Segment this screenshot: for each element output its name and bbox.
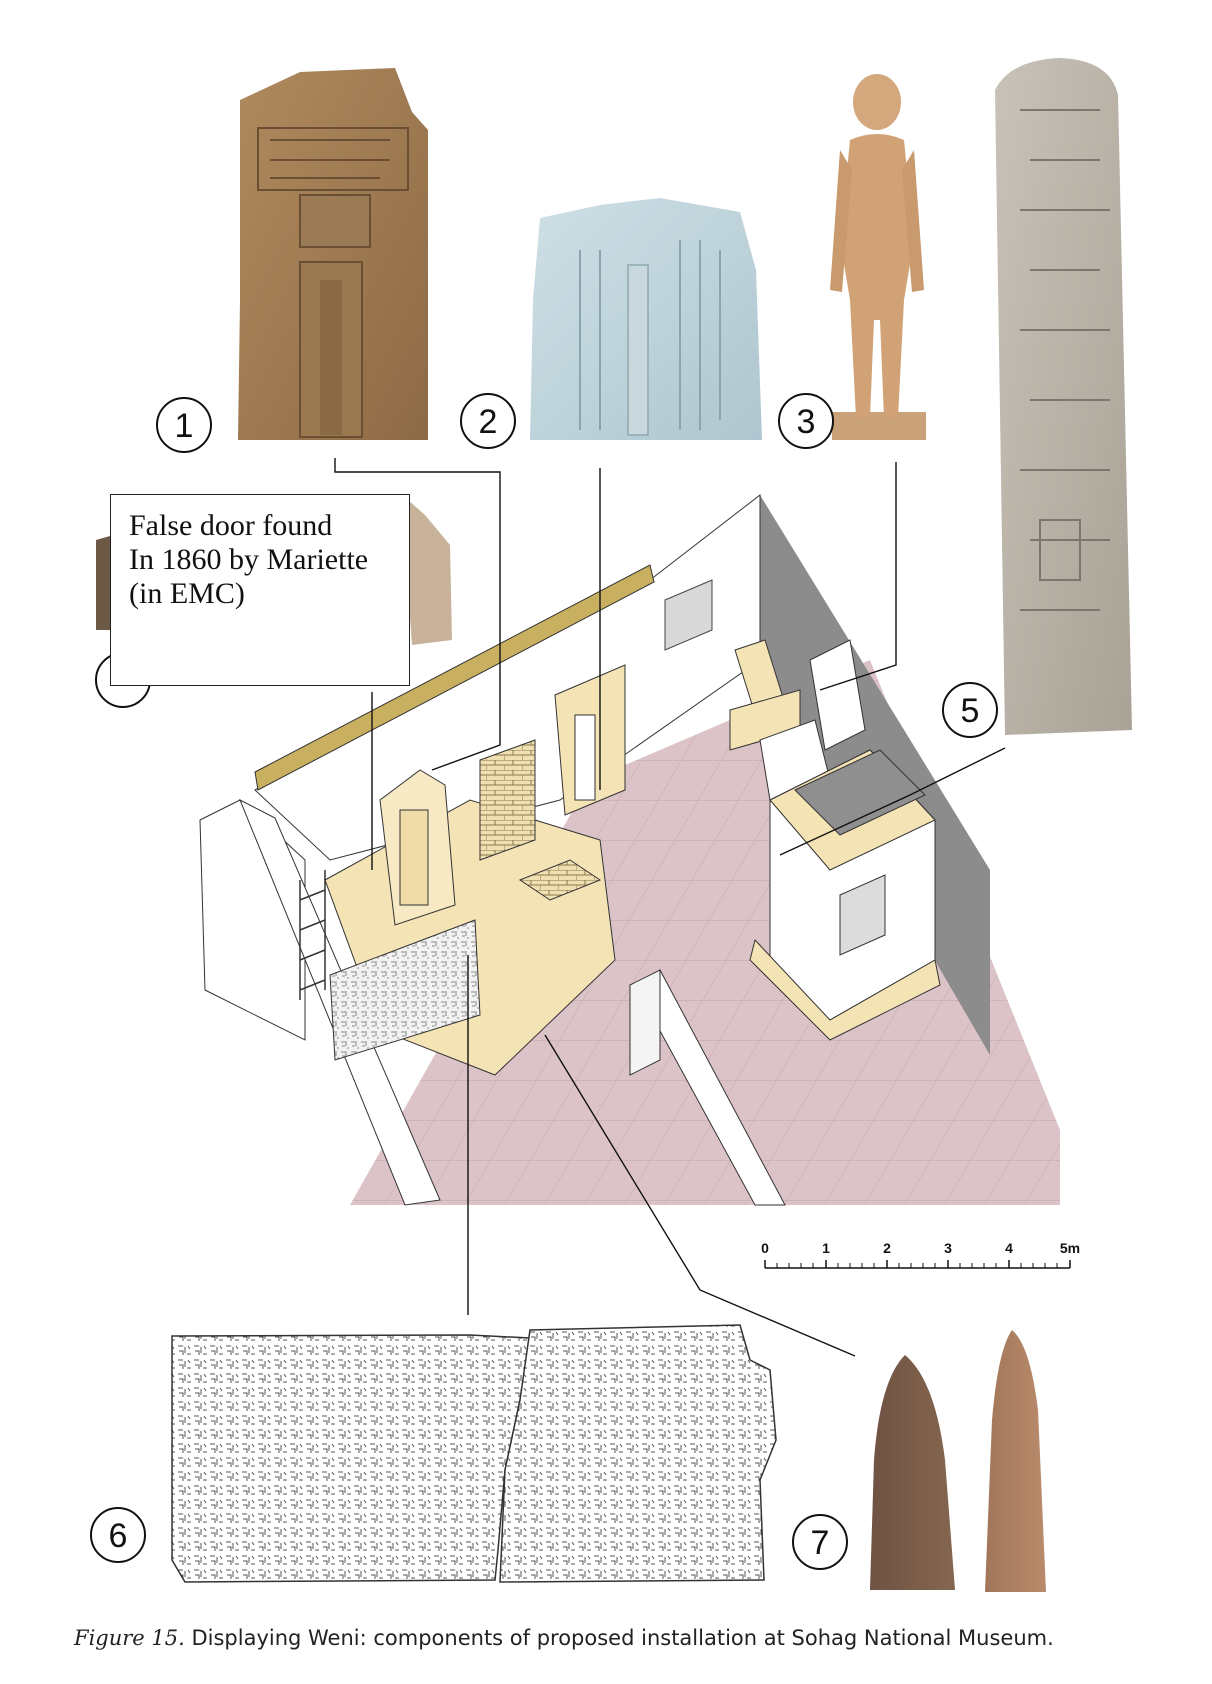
callout-line-3: (in EMC)	[129, 577, 245, 610]
figure-caption: Figure 15. Displaying Weni: components o…	[74, 1626, 1174, 1650]
scale-tick-1: 1	[822, 1240, 830, 1256]
svg-text:6: 6	[109, 1517, 128, 1555]
scale-tick-4: 4	[1005, 1240, 1013, 1256]
marker-2: 2	[460, 393, 516, 449]
small-stelae-photo	[870, 1330, 1046, 1592]
svg-text:2: 2	[479, 403, 498, 441]
marker-7: 7	[792, 1514, 848, 1570]
scale-bar: 0 1 2 3 4 5m	[761, 1240, 1080, 1269]
stela-blue-photo	[530, 198, 762, 440]
caption-text: Displaying Weni: components of proposed …	[184, 1626, 1054, 1650]
figure-label: Figure 15.	[74, 1626, 185, 1650]
tall-stela-photo	[995, 58, 1132, 735]
room-axonometric	[199, 493, 1060, 1206]
fragment-photo	[96, 500, 452, 645]
false-door-photo	[238, 68, 428, 440]
marker-6: 6	[90, 1507, 146, 1563]
svg-text:5: 5	[961, 692, 980, 730]
scale-tick-3: 3	[944, 1240, 952, 1256]
scale-tick-5: 5m	[1060, 1240, 1080, 1256]
marker-3: 3	[778, 393, 834, 449]
svg-text:7: 7	[811, 1524, 830, 1562]
scale-tick-2: 2	[883, 1240, 891, 1256]
marker-5: 5	[942, 682, 998, 738]
svg-text:3: 3	[797, 403, 816, 441]
statue-photo	[830, 74, 926, 440]
marker-1: 1	[156, 397, 212, 453]
scale-tick-0: 0	[761, 1240, 769, 1256]
svg-text:1: 1	[175, 407, 194, 445]
callout-line-2: In 1860 by Mariette	[129, 543, 369, 576]
weni-inscription-drawing	[171, 1324, 777, 1583]
callout-box: False door found In 1860 by Mariette (in…	[110, 494, 410, 686]
callout-line-1: False door found	[129, 509, 333, 542]
leader-lines	[334, 458, 1006, 1357]
